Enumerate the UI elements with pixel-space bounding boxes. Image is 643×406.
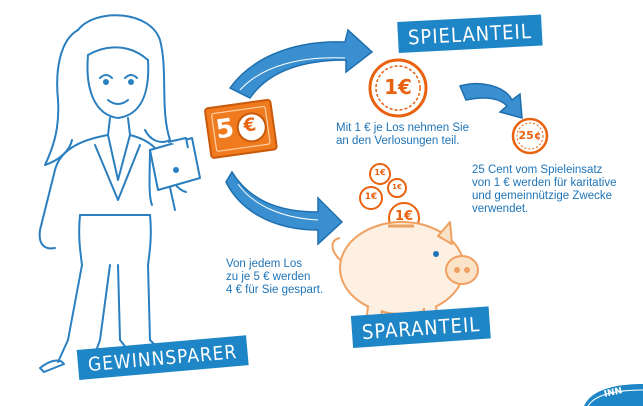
woman-figure	[38, 14, 187, 373]
arrow-to-sparanteil	[225, 170, 344, 246]
banknote-euro-sign: €	[242, 114, 258, 137]
small-coin-label-3: 1€	[364, 192, 378, 202]
cents-text: 25 Cent vom Spieleinsatz von 1 € werden …	[472, 164, 617, 215]
banknote-digit: 5	[213, 113, 236, 146]
coin-cents-label: 25¢	[518, 129, 542, 142]
spielanteil-text: Mit 1 € je Los nehmen Sie an den Verlosu…	[336, 122, 469, 147]
small-coin-label-1: 1€	[374, 168, 386, 177]
small-coin-label-2: 1€	[392, 183, 402, 191]
coin-25-cent	[511, 117, 549, 155]
arrow-to-cents	[458, 82, 523, 120]
sparanteil-text: Von jedem Los zu je 5 € werden 4 € für S…	[226, 258, 324, 296]
piggy-bank-icon	[331, 221, 479, 325]
coin-1-euro-large	[368, 58, 428, 118]
small-coin-label-4: 1€	[394, 209, 414, 224]
logo-badge	[584, 384, 643, 406]
coin-large-label: 1€	[384, 75, 412, 99]
wallet-icon	[149, 137, 201, 191]
banknote-5-euro	[204, 98, 278, 159]
arrow-to-spielanteil	[228, 28, 374, 99]
